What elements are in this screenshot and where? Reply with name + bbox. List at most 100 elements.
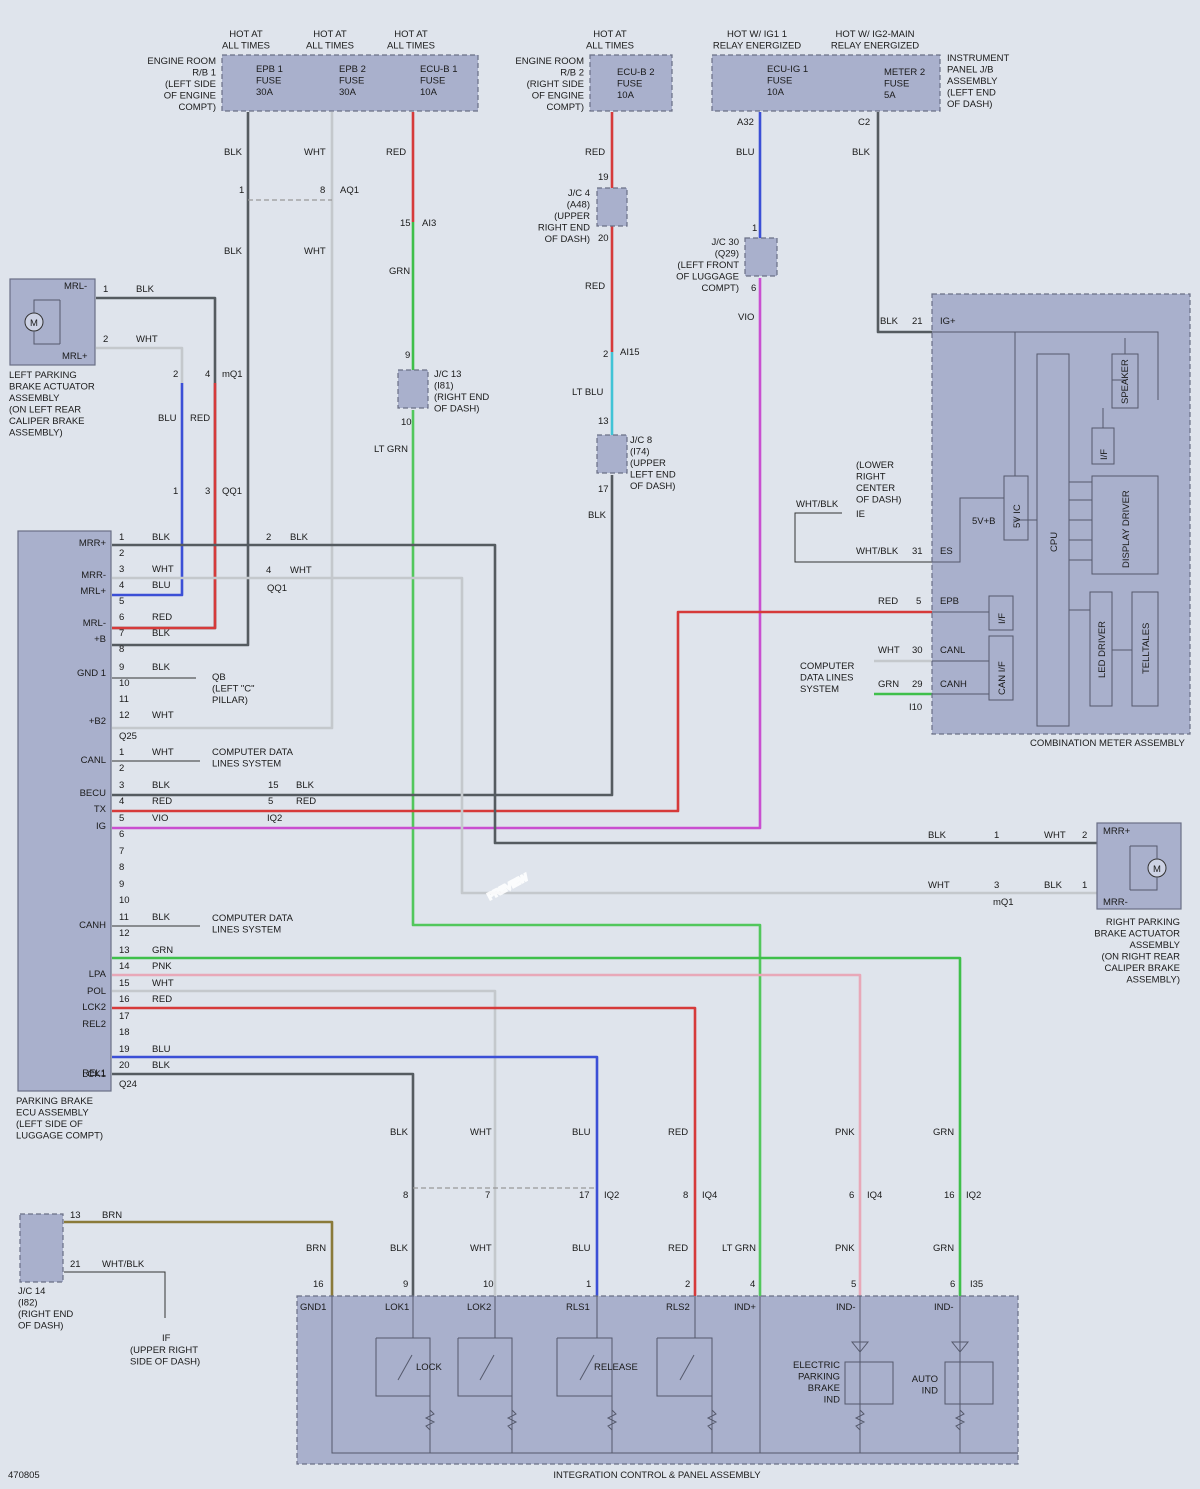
- label-pins-p15: 15: [400, 218, 411, 229]
- label-connectors-i35: I35: [970, 1279, 983, 1290]
- label-meter-blocks-v5b: 5V+B: [972, 516, 996, 527]
- label-ecu_splices-becu-n: 15: [268, 780, 279, 791]
- ecu-q25-color-7: BLK: [152, 628, 171, 639]
- label-ecu_splices-becu-color: BLK: [296, 780, 315, 791]
- panel-internal-wires: [331, 1296, 1018, 1454]
- low2-color-brn: BRN: [306, 1243, 326, 1254]
- meter-internal-links: [932, 481, 1132, 695]
- jc14-box: [19, 1213, 64, 1283]
- ecu-iq2-pin-4: 4: [119, 796, 124, 807]
- label-red-3: RED: [585, 281, 605, 292]
- ecu-q24-sig-14: LPA: [89, 969, 107, 980]
- low-color-red: RED: [668, 1127, 688, 1138]
- ecu-q24-sig-11: CANH: [79, 920, 106, 931]
- label-panel-lock: LOCK: [416, 1362, 443, 1373]
- jc8-box: [596, 434, 628, 474]
- label-meter-ground_id: IE: [856, 509, 865, 520]
- ecu-box: [17, 530, 112, 1092]
- label-blk-3: BLK: [588, 510, 607, 521]
- ecu-q24-pin-7: 7: [119, 846, 124, 857]
- ecu-q24-color-15: WHT: [152, 978, 174, 989]
- meter-internal-wires: [932, 331, 1159, 476]
- left-actuator-box: [9, 278, 96, 366]
- label-iq2-b: IQ2: [604, 1190, 619, 1201]
- wire-lpa-grn: [112, 956, 962, 1296]
- label-wht-2: WHT: [304, 246, 326, 257]
- meter-sig-31: ES: [940, 546, 953, 557]
- label-connectors-aq1: AQ1: [340, 185, 359, 196]
- label-connectors-q25: Q25: [119, 731, 137, 742]
- label-wire_labels-blu: BLU: [158, 413, 177, 424]
- label-ra-3: 3: [994, 880, 999, 891]
- meter-color-29: GRN: [878, 679, 899, 690]
- panel-switch-contacts: [397, 1354, 695, 1381]
- meter-pin-21: 21: [912, 316, 923, 327]
- wire-mrl-plus-wht: [96, 346, 184, 383]
- ecu-q25-color-4: BLU: [152, 580, 171, 591]
- ecu-q25-color-6: RED: [152, 612, 172, 623]
- ecu-q24-color-14: PNK: [152, 961, 172, 972]
- wire-mrl-minus-red: [112, 383, 217, 630]
- label-connectors-qq1: QQ1: [222, 486, 242, 497]
- ecu-q24-pin-6: 6: [119, 829, 124, 840]
- ecu-q24-pin-17: 17: [119, 1011, 130, 1022]
- label-meter-blocks-tell: TELLTALES: [1141, 623, 1152, 674]
- label-mq1-2: 2: [173, 369, 178, 380]
- ecu-q24-pin-11: 11: [119, 912, 129, 923]
- meter-pin-29: 29: [912, 679, 923, 690]
- label-pins-p2: 2: [603, 349, 608, 360]
- wire-ecub2-blk: [112, 475, 614, 797]
- ecu-q25-pin-5: 5: [119, 596, 124, 607]
- meter-color-30: WHT: [878, 645, 900, 656]
- low2-color-blu: BLU: [572, 1243, 591, 1254]
- wire-ecub1-ltgrn: [411, 410, 762, 1296]
- panel-pin-1: 9: [403, 1279, 408, 1290]
- label-meter-blocks-if2: I/F: [997, 613, 1008, 624]
- meter-pin-30: 30: [912, 645, 923, 656]
- label-connectors-ai15: AI15: [620, 347, 640, 358]
- ecu-q25-pin-4: 4: [119, 580, 124, 591]
- low2-color-pnk: PNK: [835, 1243, 855, 1254]
- label-la-wht: WHT: [136, 334, 158, 345]
- panel-pin-5: 4: [750, 1279, 755, 1290]
- wire-rel1-blu: [112, 1055, 599, 1296]
- ecu-q25-color-1: BLK: [152, 532, 171, 543]
- panel-sig-1: LOK1: [385, 1302, 409, 1313]
- ecu-q24-sig-17: REL2: [82, 1019, 106, 1030]
- ecu-iq2-color-5: VIO: [152, 813, 168, 824]
- low-color-wht: WHT: [470, 1127, 492, 1138]
- panel-resistors: [424, 1409, 966, 1431]
- ecu-q24-color-13: GRN: [152, 945, 173, 956]
- label-meter-blocks-canif: CAN I/F: [997, 661, 1008, 695]
- label-ecu_splices-tx-n: 5: [268, 796, 273, 807]
- wire-lck2-wht: [112, 989, 497, 1296]
- panel-sig-0: GND1: [300, 1302, 326, 1313]
- low2-color-wht: WHT: [470, 1243, 492, 1254]
- label-ecu_splices-mrr_minus-n: 4: [266, 565, 271, 576]
- ecu-q25-pin-3: 3: [119, 564, 124, 575]
- label-left_actuator-pin2: MRL+: [62, 351, 88, 362]
- label-meter-label: COMBINATION METER ASSEMBLY: [1030, 738, 1186, 749]
- label-iq4-b: IQ4: [867, 1190, 882, 1201]
- panel-sig-3: RLS1: [566, 1302, 590, 1313]
- ecu-q24-sig-20: REL1: [82, 1068, 106, 1079]
- if-block-2: [988, 595, 1014, 631]
- ecu-q24-pin-20: 20: [119, 1060, 130, 1071]
- low2-color-red: RED: [668, 1243, 688, 1254]
- label-ra-blk: BLK: [928, 830, 947, 841]
- label-pins-p8: 8: [320, 185, 325, 196]
- label-ecu-lck1: LCK1: [82, 1069, 106, 1080]
- label-iq-7: 7: [485, 1190, 490, 1201]
- epb-ind-block: [844, 1361, 894, 1405]
